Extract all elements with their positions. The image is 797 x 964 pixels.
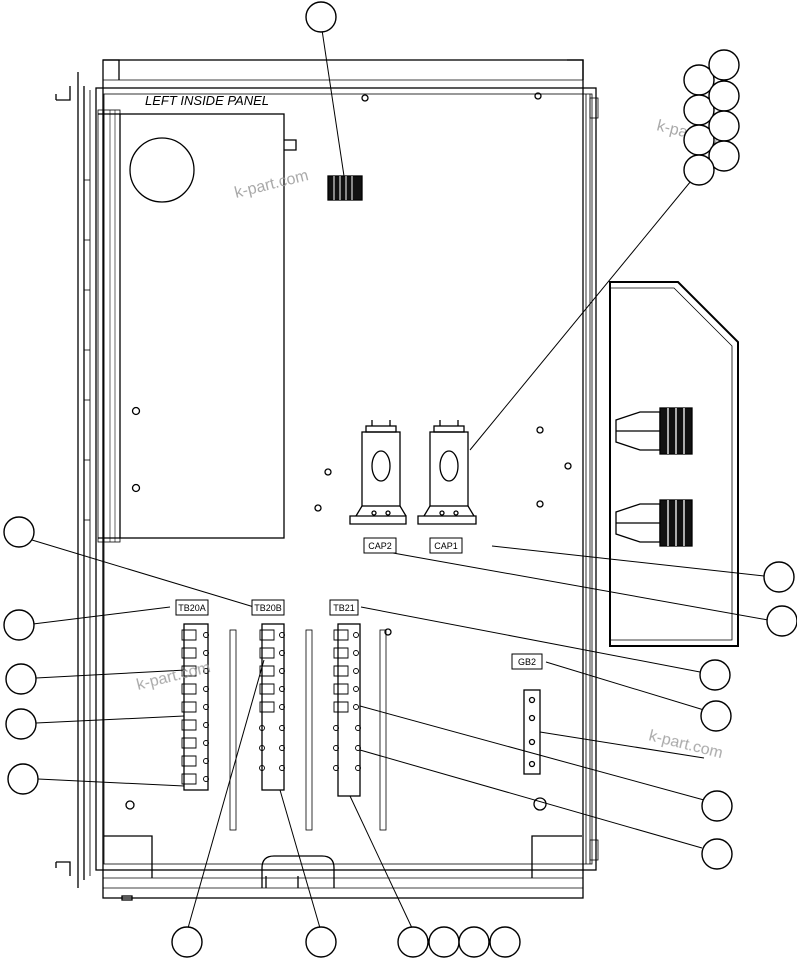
callout-circle (708, 49, 740, 81)
right-bracket (609, 281, 739, 647)
inner-cover (119, 113, 285, 539)
top-grommet (327, 175, 363, 201)
callout-circle (5, 663, 37, 695)
callout-circle (305, 1, 337, 33)
callout-circle (708, 80, 740, 112)
callout-circle (701, 838, 733, 870)
tb20b-label-box (251, 599, 285, 616)
terminal-block-tb21 (333, 623, 361, 797)
cover-knockout (129, 137, 195, 203)
connector-lower (615, 499, 693, 547)
capacitor-cap1 (417, 420, 477, 525)
terminal-block-tb20a (181, 623, 209, 791)
connector-upper (615, 407, 693, 455)
panel-title: LEFT INSIDE PANEL (145, 93, 269, 108)
tb20a-label: TB20A (178, 603, 206, 613)
callout-circle (7, 763, 39, 795)
gb2-label-box (511, 653, 543, 670)
cap1-label: CAP1 (434, 541, 458, 551)
watermark-3: k-part.com (135, 659, 212, 694)
tb20a-label-box (175, 599, 209, 616)
callout-circle (766, 605, 797, 637)
callout-circle (708, 140, 740, 172)
cap2-label-box (363, 537, 397, 554)
callout-circle (5, 708, 37, 740)
callout-circle (3, 516, 35, 548)
gb2-label: GB2 (518, 657, 536, 667)
callout-circle (428, 926, 460, 958)
callout-circle (3, 609, 35, 641)
callout-circle (708, 110, 740, 142)
callout-circle (763, 561, 795, 593)
callout-circle (683, 154, 715, 186)
capacitor-cap2 (349, 420, 407, 525)
callout-circle (700, 700, 732, 732)
callout-circle (305, 926, 337, 958)
watermark-1: k-part.com (233, 167, 310, 202)
tb21-label-box (329, 599, 359, 616)
callout-circle (699, 659, 731, 691)
enclosure-outer (102, 59, 584, 899)
callout-circle (458, 926, 490, 958)
tb21-label: TB21 (333, 603, 355, 613)
cap1-label-box (429, 537, 463, 554)
callout-circle (397, 926, 429, 958)
cap2-label: CAP2 (368, 541, 392, 551)
terminal-block-tb20b (259, 623, 285, 791)
callout-circle (171, 926, 203, 958)
enclosure-inner (103, 93, 593, 865)
callout-circle (701, 790, 733, 822)
callout-circle (489, 926, 521, 958)
watermark-4: k-part.com (647, 727, 724, 762)
enclosure-frame (95, 87, 597, 871)
tb20b-label: TB20B (254, 603, 282, 613)
